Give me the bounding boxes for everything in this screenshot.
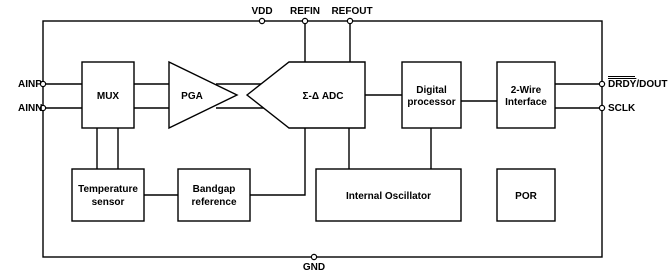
ainp-pin [39, 80, 47, 88]
ainp-label: AINP [18, 79, 42, 90]
por-block: POR [496, 168, 556, 222]
two-wire-label-1: 2-Wire [511, 85, 542, 96]
dout-text: /DOUT [636, 79, 667, 90]
drdy-dout-pin [598, 80, 606, 88]
gnd-label: GND [303, 262, 325, 273]
adc-label: Σ-Δ ADC [303, 91, 344, 102]
mux-label: MUX [97, 91, 120, 102]
bandgap-reference-block: Bandgap reference [177, 168, 251, 222]
temperature-sensor-label-2: sensor [92, 197, 125, 208]
internal-oscillator-label: Internal Oscillator [346, 191, 431, 202]
gnd-pin [310, 253, 318, 261]
bandgap-reference-label-2: reference [191, 197, 236, 208]
temperature-sensor-block: Temperature sensor [71, 168, 145, 222]
bandgap-reference-label-1: Bandgap [193, 184, 236, 195]
mux-block: MUX [81, 61, 135, 129]
temperature-sensor-label-1: Temperature [78, 184, 138, 195]
two-wire-interface-block: 2-Wire Interface [496, 61, 556, 129]
sclk-pin [598, 104, 606, 112]
refout-pin [346, 17, 354, 25]
vdd-pin [258, 17, 266, 25]
chip-outline [42, 20, 603, 258]
digital-processor-label-2: processor [407, 97, 455, 108]
pga-label: PGA [181, 91, 203, 102]
two-wire-label-2: Interface [505, 97, 547, 108]
refin-pin [301, 17, 309, 25]
drdy-overbar-text: DRDY [608, 79, 637, 90]
pins [39, 17, 606, 261]
internal-oscillator-block: Internal Oscillator [315, 168, 462, 222]
refin-label: REFIN [290, 6, 320, 17]
refout-label: REFOUT [331, 6, 372, 17]
vdd-label: VDD [251, 6, 272, 17]
digital-processor-label-1: Digital [416, 85, 447, 96]
drdy-dout-label: DRDY/DOUT [608, 79, 667, 90]
sclk-label: SCLK [608, 103, 636, 114]
digital-processor-block: Digital processor [401, 61, 462, 129]
adc-block: Σ-Δ ADC [245, 61, 366, 129]
ainn-pin [39, 104, 47, 112]
wires [43, 21, 602, 196]
pga-block: PGA [168, 60, 239, 130]
ainn-label: AINN [18, 103, 42, 114]
por-label: POR [515, 191, 537, 202]
